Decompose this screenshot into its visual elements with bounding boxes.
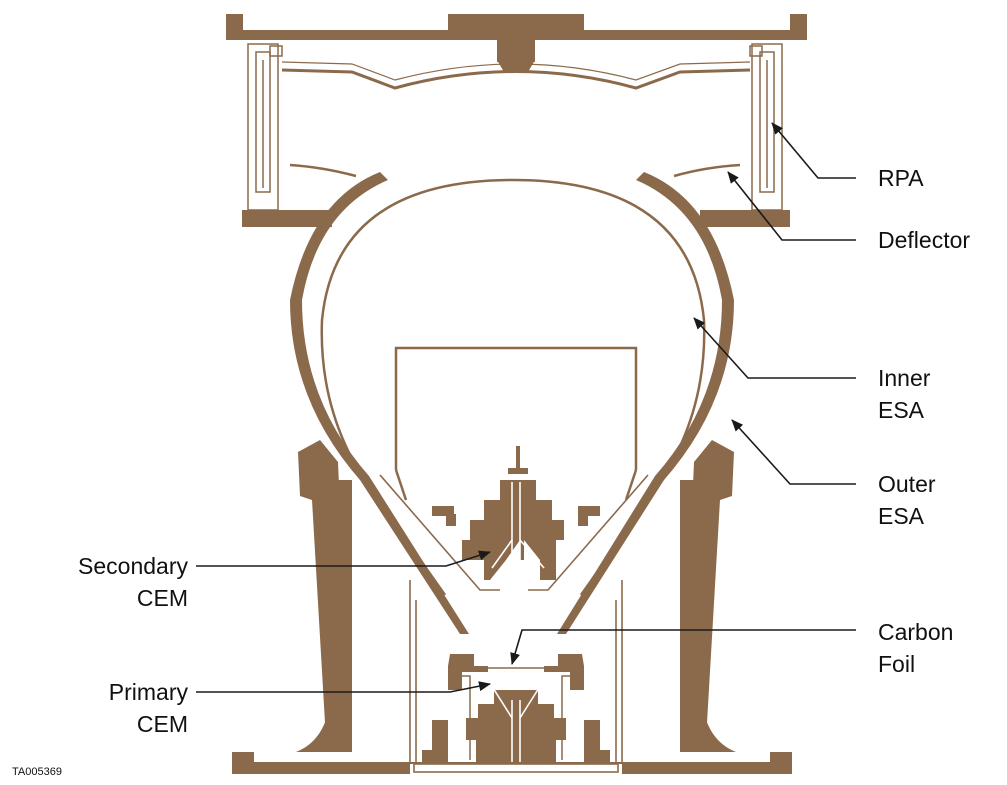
leader-lines <box>196 122 856 693</box>
label-primary-cem-line1: Primary <box>109 679 189 705</box>
label-rpa: RPA <box>878 165 924 191</box>
label-primary-cem-line2: CEM <box>137 711 188 737</box>
label-inner-esa-line2: ESA <box>878 397 925 423</box>
secondary-funnel <box>379 474 649 591</box>
detector-box <box>394 346 638 501</box>
rpa-dome <box>281 68 751 90</box>
label-inner-esa-line1: Inner <box>878 365 931 391</box>
label-carbon-foil-line1: Carbon <box>878 619 953 645</box>
rpa-left-column <box>247 43 283 211</box>
rpa-right-column <box>749 43 783 211</box>
primary-cem <box>422 654 610 770</box>
inner-walls <box>409 580 623 772</box>
deflector-left <box>289 163 357 178</box>
figure-id: TA005369 <box>12 766 62 778</box>
label-outer-esa-line1: Outer <box>878 471 936 497</box>
top-plate <box>226 14 807 72</box>
label-secondary-cem-line1: Secondary <box>78 553 188 579</box>
label-deflector: Deflector <box>878 227 970 253</box>
label-carbon-foil-line2: Foil <box>878 651 915 677</box>
side-struts <box>296 440 736 752</box>
label-secondary-cem-line2: CEM <box>137 585 188 611</box>
inner-esa <box>320 178 706 596</box>
deflector-right <box>673 163 741 178</box>
label-outer-esa-line2: ESA <box>878 503 925 529</box>
